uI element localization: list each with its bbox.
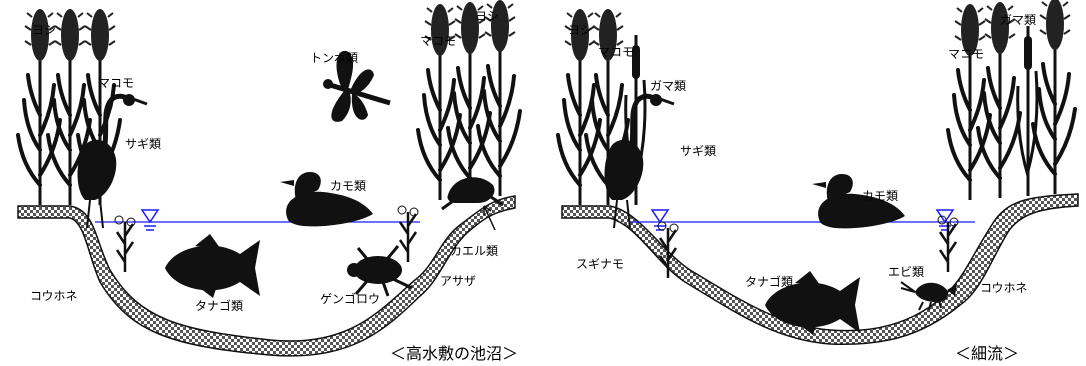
label-yoshi-right: ヨシ bbox=[475, 9, 499, 23]
pond-caption: ＜高水敷の池沼＞ bbox=[390, 344, 518, 363]
stream-caption: ＜細流＞ bbox=[955, 344, 1019, 363]
label-ebi: エビ類 bbox=[888, 265, 924, 279]
kouhone-plant-icon bbox=[115, 216, 135, 272]
label-tanago: タナゴ類 bbox=[195, 298, 243, 313]
label-makomo-right: マコモ bbox=[948, 47, 984, 61]
asaza-plant-icon bbox=[398, 206, 418, 262]
kouhone-plant-icon bbox=[938, 216, 958, 272]
label-sagi: サギ類 bbox=[125, 137, 161, 151]
label-kamo: カモ類 bbox=[862, 189, 898, 203]
reed-icon bbox=[1033, 0, 1075, 194]
reed-icon bbox=[478, 0, 520, 196]
label-suginamo: スギナモ bbox=[576, 257, 624, 271]
label-makomo-right: マコモ bbox=[420, 34, 456, 48]
stream-section: ヨシ マコモ ガマ類 サギ類 カモ類 ガマ類 マコモ スギナモ タナゴ類 エビ類… bbox=[558, 0, 1078, 363]
label-asaza: アサザ bbox=[440, 274, 476, 288]
label-sagi: サギ類 bbox=[680, 144, 716, 158]
diving-beetle-icon bbox=[347, 246, 412, 296]
label-kaeru: カエル類 bbox=[450, 244, 498, 258]
label-kouhone: コウホネ bbox=[30, 289, 78, 303]
label-makomo: マコモ bbox=[598, 45, 634, 59]
label-yoshi: ヨシ bbox=[568, 23, 592, 37]
label-gama-right: ガマ類 bbox=[1000, 13, 1036, 27]
label-makomo: マコモ bbox=[98, 76, 134, 90]
label-kamo: カモ類 bbox=[330, 179, 366, 193]
pond-section: ヨシ マコモ サギ類 トンボ類 カモ類 ヨシ マコモ カエル類 アサザ ゲンゴロ… bbox=[18, 0, 520, 363]
reed-icon bbox=[978, 2, 1020, 198]
label-tanago: タナゴ類 bbox=[745, 274, 793, 289]
cattail-icon bbox=[1018, 26, 1037, 196]
label-tonbo: トンボ類 bbox=[310, 51, 358, 65]
fish-icon bbox=[165, 234, 260, 298]
label-kouhone: コウホネ bbox=[980, 281, 1028, 295]
label-yoshi: ヨシ bbox=[32, 23, 56, 37]
label-genngorou: ゲンゴロウ bbox=[320, 291, 380, 306]
water-level-icon bbox=[142, 210, 158, 230]
heron-icon bbox=[78, 94, 148, 228]
label-gama: ガマ類 bbox=[650, 79, 686, 93]
